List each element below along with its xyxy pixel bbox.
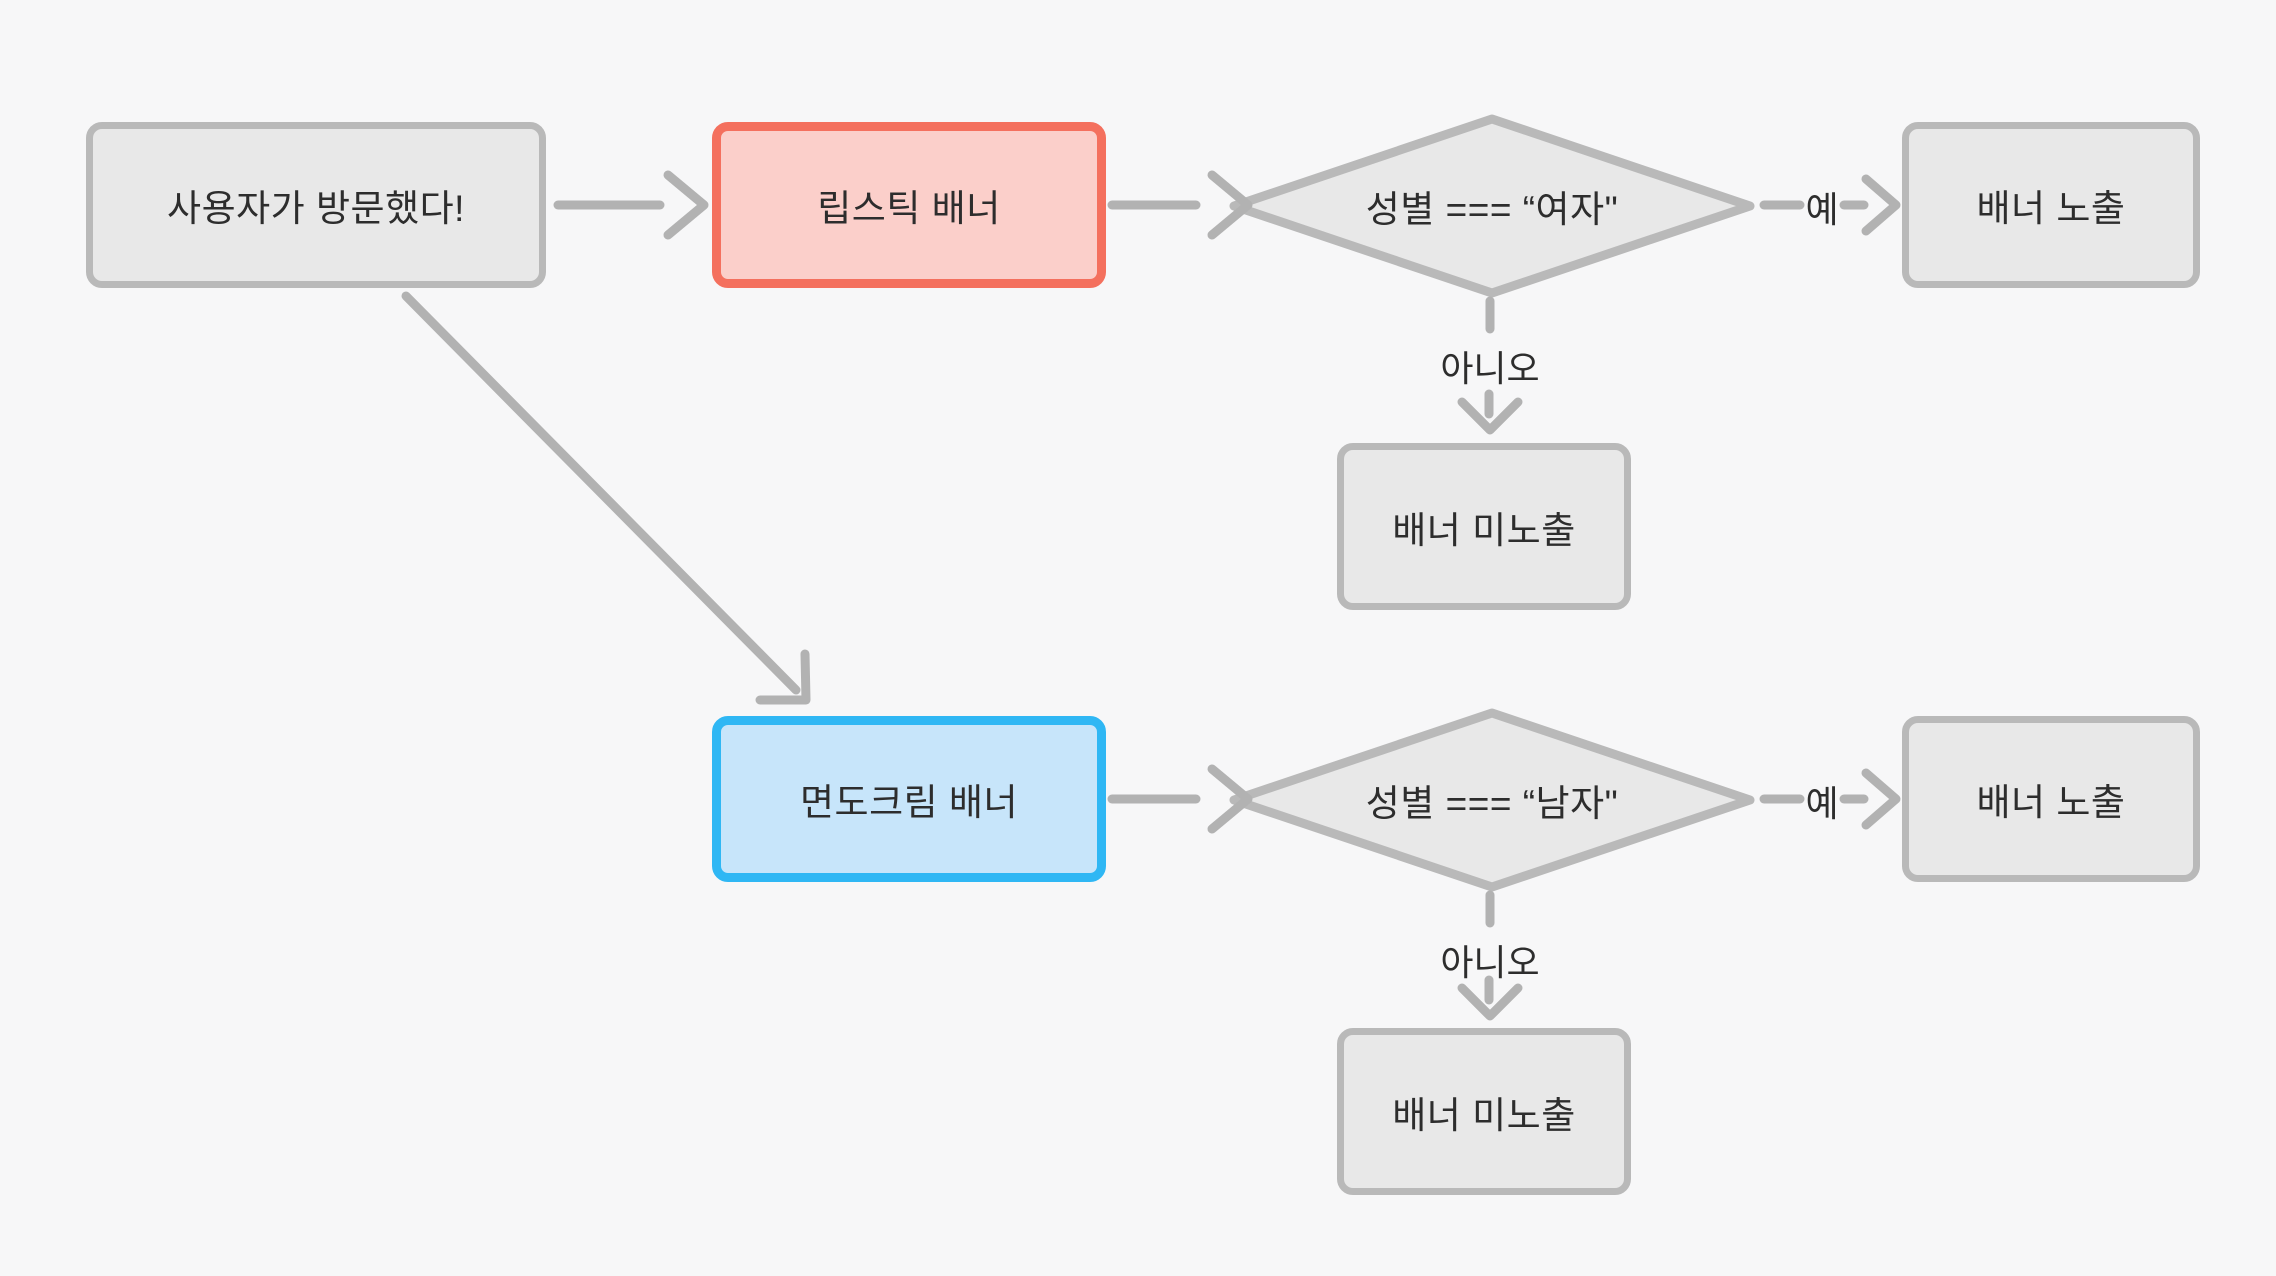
gender-male-decision-node: 성별 === “남자" [1228,706,1756,894]
arrowhead-start-to-lipstick [663,170,709,240]
edge-label-female-no: 아니오 [1440,348,1540,389]
banner-hide-male-node: 배너 미노출 [1337,1028,1631,1195]
banner-show-male-label: 배너 노출 [1976,782,2126,823]
banner-hide-female-label: 배너 미노출 [1392,509,1576,551]
diamond-shape [1229,708,1755,892]
arrowhead-start-to-shaving [755,649,811,705]
arrowhead-male-yes [1861,768,1901,830]
lipstick-banner-node: 립스틱 배너 [712,122,1106,288]
lipstick-banner-label: 립스틱 배너 [817,188,1001,229]
diamond-shape [1229,114,1755,298]
edge-label-female-yes: 예 [1805,189,1839,230]
arrowhead-female-yes [1861,174,1901,236]
banner-show-female-label: 배너 노출 [1976,188,2126,229]
edge-label-male-no: 아니오 [1440,942,1540,983]
banner-show-male-node: 배너 노출 [1902,716,2200,882]
gender-female-decision-label: 성별 === “여자" [1365,189,1619,230]
edge-start-to-shaving [401,291,801,695]
gender-female-decision-node: 성별 === “여자" [1228,112,1756,300]
banner-hide-female-node: 배너 미노출 [1337,443,1631,610]
shaving-cream-banner-label: 면도크림 배너 [799,782,1019,823]
edge-label-male-yes: 예 [1805,783,1839,824]
arrowhead-male-no [1457,983,1523,1021]
arrowhead-female-no [1457,397,1523,435]
banner-show-female-node: 배너 노출 [1902,122,2200,288]
gender-male-decision-label: 성별 === “남자" [1365,783,1619,824]
start-node: 사용자가 방문했다! [86,122,546,288]
shaving-cream-banner-node: 면도크림 배너 [712,716,1106,882]
start-node-label: 사용자가 방문했다! [167,188,465,229]
banner-hide-male-label: 배너 미노출 [1392,1094,1576,1136]
